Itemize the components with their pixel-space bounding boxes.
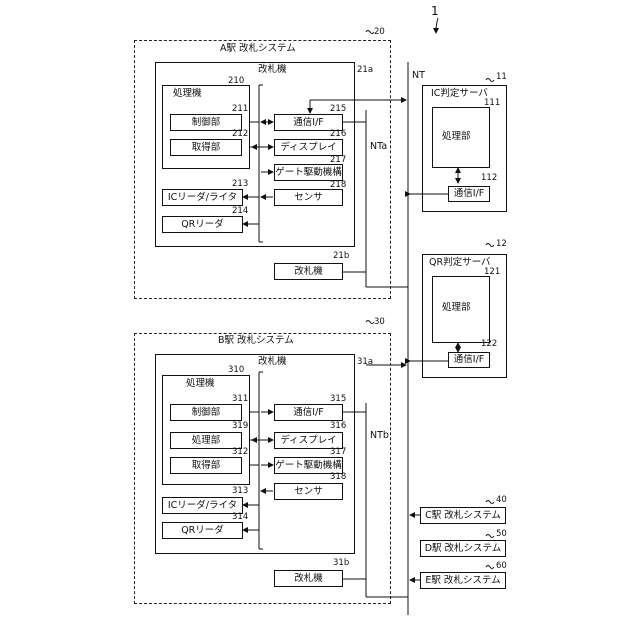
gate-31b: 改札機 bbox=[274, 570, 343, 587]
station-c-system: C駅 改札システム bbox=[420, 507, 506, 524]
gate-31b-ref: 31b bbox=[333, 558, 349, 568]
subnet-nta-label: NTa bbox=[370, 141, 387, 153]
gate-21a-title: 改札機 bbox=[258, 64, 287, 76]
processor-310-ref: 310 bbox=[228, 365, 244, 375]
sensor-218: センサ bbox=[274, 189, 343, 206]
process-unit-319-ref: 319 bbox=[232, 421, 248, 431]
gate-drive-217-ref: 217 bbox=[330, 155, 346, 165]
qr-reader-214: QRリーダ bbox=[162, 216, 243, 233]
station-d-system: D駅 改札システム bbox=[420, 540, 506, 557]
control-unit-311-ref: 311 bbox=[232, 394, 248, 404]
ic-server-ref: 11 bbox=[496, 72, 507, 82]
processor-310-title: 処理機 bbox=[186, 378, 215, 390]
processor-210-ref: 210 bbox=[228, 76, 244, 86]
sensor-318-ref: 318 bbox=[330, 472, 346, 482]
ic-reader-313-ref: 313 bbox=[232, 486, 248, 496]
qr-reader-314: QRリーダ bbox=[162, 522, 243, 539]
station-e-system: E駅 改札システム bbox=[420, 572, 506, 589]
acquire-unit-212-ref: 212 bbox=[232, 129, 248, 139]
station-d-ref: 50 bbox=[496, 529, 507, 539]
ic-server-comm-if-ref: 112 bbox=[481, 173, 497, 183]
station-b-ref: 30 bbox=[374, 317, 385, 327]
ic-server-processing-ref: 111 bbox=[484, 98, 500, 108]
gate-21b: 改札機 bbox=[274, 263, 343, 280]
station-c-ref: 40 bbox=[496, 495, 507, 505]
gate-31a-ref: 31a bbox=[357, 357, 373, 367]
station-b-title: B駅 改札システム bbox=[218, 335, 294, 347]
display-216-ref: 216 bbox=[330, 129, 346, 139]
qr-server-ref: 12 bbox=[496, 239, 507, 249]
comm-if-215-ref: 215 bbox=[330, 104, 346, 114]
subnet-ntb-label: NTb bbox=[370, 430, 389, 442]
ic-reader-213-ref: 213 bbox=[232, 179, 248, 189]
qr-server-comm-if: 通信I/F bbox=[448, 352, 490, 368]
qr-reader-314-ref: 314 bbox=[232, 512, 248, 522]
display-216: ディスプレイ bbox=[274, 139, 343, 156]
gate-drive-317-ref: 317 bbox=[330, 447, 346, 457]
station-e-ref: 60 bbox=[496, 561, 507, 571]
qr-server-title: QR判定サーバ bbox=[429, 257, 490, 269]
ic-server-comm-if: 通信I/F bbox=[448, 186, 490, 202]
gate-21a-ref: 21a bbox=[357, 65, 373, 75]
control-unit-211-ref: 211 bbox=[232, 104, 248, 114]
processor-210-title: 処理機 bbox=[173, 88, 202, 100]
acquire-unit-312-ref: 312 bbox=[232, 447, 248, 457]
station-a-title: A駅 改札システム bbox=[220, 43, 296, 55]
ic-server-title: IC判定サーバ bbox=[431, 88, 488, 100]
figure-number: 1 bbox=[431, 4, 439, 18]
acquire-unit-212: 取得部 bbox=[170, 139, 242, 156]
gate-drive-217: ゲート駆動機構 bbox=[274, 164, 343, 181]
ic-server-processing-label: 処理部 bbox=[442, 131, 471, 143]
qr-server-processing-ref: 121 bbox=[484, 267, 500, 277]
network-label-nt: NT bbox=[412, 70, 425, 82]
gate-31a-title: 改札機 bbox=[258, 356, 287, 368]
acquire-unit-312: 取得部 bbox=[170, 457, 242, 474]
display-316-ref: 316 bbox=[330, 421, 346, 431]
control-unit-311: 制御部 bbox=[170, 404, 242, 421]
gate-21b-ref: 21b bbox=[333, 251, 349, 261]
qr-reader-214-ref: 214 bbox=[232, 206, 248, 216]
ic-reader-313: ICリーダ/ライタ bbox=[162, 497, 243, 514]
sensor-218-ref: 218 bbox=[330, 180, 346, 190]
qr-server-processing-label: 処理部 bbox=[442, 302, 471, 314]
comm-if-315-ref: 315 bbox=[330, 394, 346, 404]
station-a-ref: 20 bbox=[374, 27, 385, 37]
ic-reader-213: ICリーダ/ライタ bbox=[162, 189, 243, 206]
qr-server-comm-if-ref: 122 bbox=[481, 339, 497, 349]
comm-if-315: 通信I/F bbox=[274, 404, 343, 421]
sensor-318: センサ bbox=[274, 483, 343, 500]
